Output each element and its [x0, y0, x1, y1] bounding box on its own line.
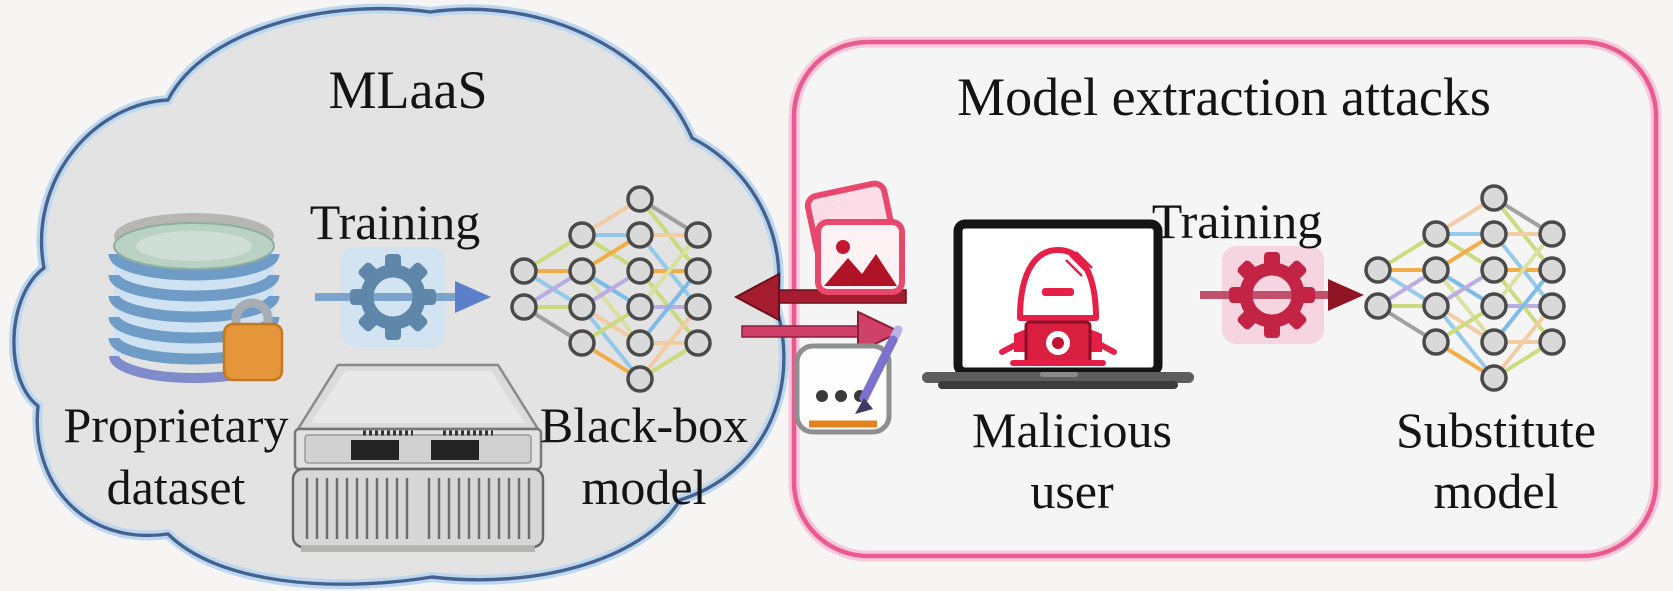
- blackbox-model-label-line1: Black-box: [539, 397, 749, 453]
- malicious-user-label-line2: user: [1030, 463, 1114, 519]
- training-label-right: Training: [1151, 193, 1323, 249]
- proprietary-dataset-label-line1: Proprietary: [63, 397, 289, 453]
- labels-pencil-icon: [794, 325, 903, 435]
- attack-box-title: Model extraction attacks: [957, 67, 1491, 127]
- substitute-model-label-line2: model: [1433, 463, 1559, 519]
- training-gear-red-icon: [1200, 246, 1364, 344]
- malicious-user-label-line1: Malicious: [972, 402, 1172, 458]
- laptop-hacker-icon: [922, 219, 1194, 389]
- query-arrow-icon: [741, 310, 903, 354]
- server-icon: [291, 363, 545, 552]
- hacker-icon: [999, 247, 1117, 366]
- mlaas-title: MLaaS: [328, 60, 488, 120]
- blackbox-model-label-line2: model: [581, 459, 707, 515]
- photos-query-icon: [804, 180, 905, 295]
- training-label-left: Training: [309, 194, 481, 250]
- proprietary-dataset-label-line2: dataset: [106, 459, 246, 515]
- training-gear-blue-icon: [315, 247, 491, 347]
- database-lock-icon: [108, 213, 284, 383]
- substitute-model-label-line1: Substitute: [1395, 402, 1597, 458]
